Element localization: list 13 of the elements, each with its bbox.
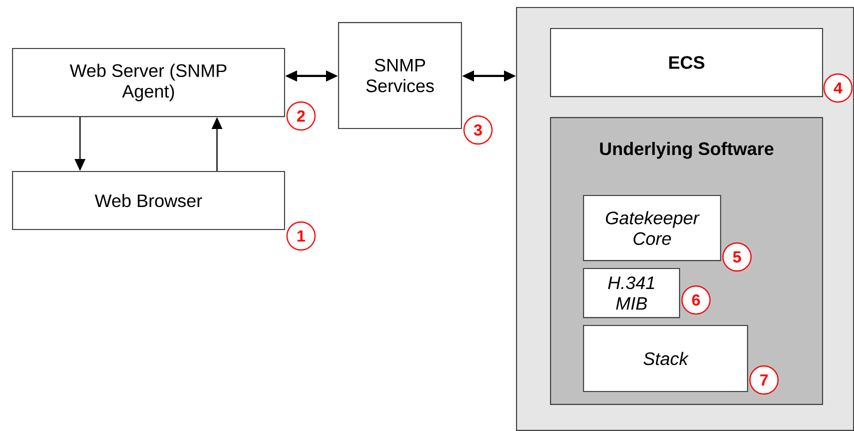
callout-number: 1 xyxy=(286,221,316,251)
callout-number: 4 xyxy=(823,73,853,103)
callout-number: 6 xyxy=(681,285,711,315)
box: Web Server (SNMP Agent) xyxy=(12,48,286,118)
box: Web Browser xyxy=(12,171,286,230)
box: Gatekeeper Core xyxy=(583,195,722,262)
callout-number: 2 xyxy=(286,101,316,131)
callout-number: 3 xyxy=(463,115,493,145)
callout-number: 5 xyxy=(722,242,752,272)
box: ECS xyxy=(550,28,824,98)
callout-number: 7 xyxy=(749,365,779,395)
box: SNMP Services xyxy=(338,22,462,130)
box: Stack xyxy=(583,325,748,392)
